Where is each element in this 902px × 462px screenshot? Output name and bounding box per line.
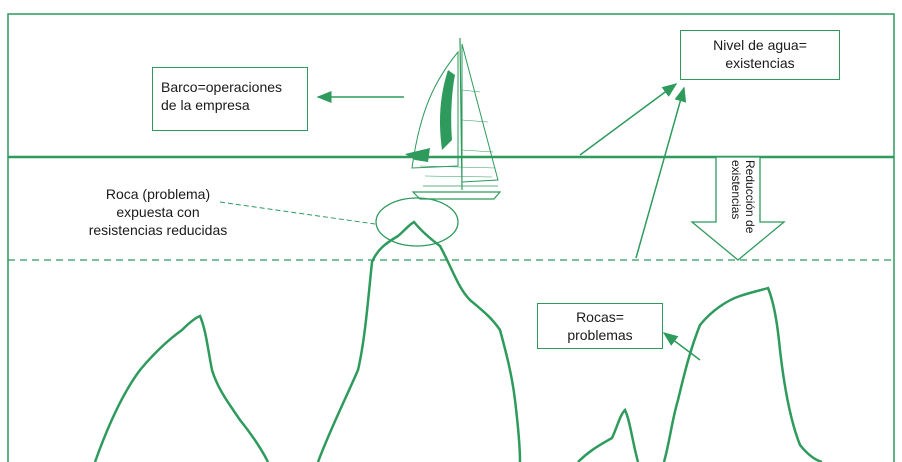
rock-small (577, 407, 640, 462)
water-level-arrow-dashed (635, 86, 687, 259)
reduction-label-line-1: Reducción de (743, 160, 757, 234)
rock-right (662, 286, 823, 462)
rock-center (316, 220, 522, 462)
reduction-label: Reducción de existencias (729, 160, 757, 233)
exposed-rock-label-line-1: Roca (problema) (105, 186, 211, 202)
sailboat-icon (405, 37, 502, 200)
water-level-label-line-2: existencias (725, 55, 795, 71)
boat-label-box: Barco=operaciones de la empresa (152, 67, 308, 131)
water-level-label-box: Nivel de agua= existencias (680, 30, 840, 80)
exposed-rock-highlight (375, 197, 459, 247)
rock-left (93, 314, 270, 462)
exposed-rock-label-line-2: expuesta con (116, 204, 200, 220)
reduction-label-line-2: existencias (729, 160, 743, 220)
boat-label-line-1: Barco=operaciones (161, 79, 283, 95)
water-level-label-line-1: Nivel de agua= (713, 37, 807, 53)
diagram-frame (7, 13, 895, 462)
rocks-label-arrow (662, 332, 701, 361)
boat-label-line-2: de la empresa (161, 97, 250, 113)
exposed-rock-label: Roca (problema) expuesta con resistencia… (68, 185, 248, 239)
reduction-down-arrow-icon (690, 156, 786, 261)
rocks-label-line-2: problemas (567, 327, 633, 343)
exposed-rock-label-line-3: resistencias reducidas (88, 222, 228, 238)
rocks-label-box: Rocas= problemas (537, 303, 663, 349)
exposed-rock-leader (219, 201, 376, 225)
water-level-arrow-solid (579, 83, 678, 156)
rocks-label-line-1: Rocas= (576, 309, 624, 325)
